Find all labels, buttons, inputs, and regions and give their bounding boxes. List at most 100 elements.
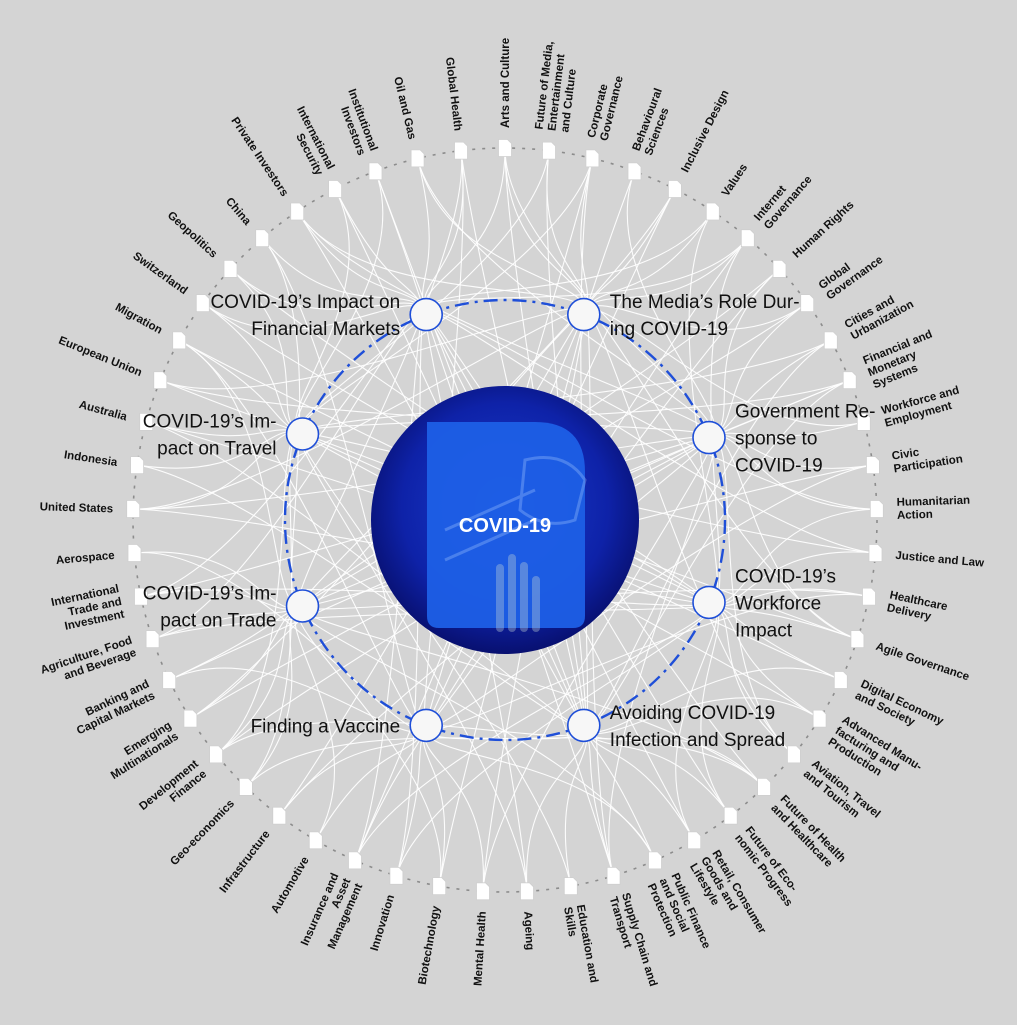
document-icon[interactable] <box>195 294 210 313</box>
topic-justice-and-law[interactable]: Justice and Law <box>868 544 984 570</box>
document-icon[interactable] <box>800 294 815 313</box>
topic-biotechnology[interactable]: Biotechnology <box>417 877 447 986</box>
document-icon[interactable] <box>563 877 578 895</box>
document-icon[interactable] <box>772 259 787 278</box>
topic-education-and-skills[interactable]: Education andSkills <box>561 877 600 987</box>
topic-automotive[interactable]: Automotive <box>269 831 323 916</box>
subtopic-node[interactable] <box>409 708 444 743</box>
document-icon[interactable] <box>134 587 148 606</box>
topic-humanitarian-action[interactable]: HumanitarianAction <box>869 495 970 522</box>
topic-future-of-media-entertainment-and-culture[interactable]: Future of Media,Entertainmentand Culture <box>534 40 582 160</box>
topic-arts-and-culture[interactable]: Arts and Culture <box>498 38 513 157</box>
document-icon[interactable] <box>498 139 512 157</box>
document-icon[interactable] <box>606 866 621 885</box>
document-icon[interactable] <box>520 882 534 901</box>
document-icon[interactable] <box>127 544 142 562</box>
subtopic-node[interactable] <box>566 708 601 743</box>
topic-corporate-governance[interactable]: CorporateGovernance <box>585 72 626 168</box>
document-icon[interactable] <box>476 882 490 901</box>
subtopic-finding-vaccine[interactable]: Finding a Vaccine <box>251 708 444 743</box>
topic-global-health[interactable]: Global Health <box>443 57 468 160</box>
document-icon[interactable] <box>812 709 827 728</box>
document-icon[interactable] <box>238 778 253 796</box>
document-icon[interactable] <box>172 331 187 350</box>
document-icon[interactable] <box>255 229 270 248</box>
document-icon[interactable] <box>290 202 305 221</box>
document-icon[interactable] <box>585 149 600 168</box>
document-icon[interactable] <box>687 831 702 850</box>
document-icon[interactable] <box>868 544 883 562</box>
topic-infrastructure[interactable]: Infrastructure <box>218 806 287 895</box>
topic-international-security[interactable]: InternationalSecurity <box>282 105 343 198</box>
topic-global-governance[interactable]: GlobalGovernance <box>800 243 886 313</box>
document-icon[interactable] <box>368 162 383 181</box>
topic-agile-governance[interactable]: Agile Governance <box>850 630 971 684</box>
subtopic-node[interactable] <box>285 589 320 623</box>
topic-geopolitics[interactable]: Geopolitics <box>165 209 238 278</box>
document-icon[interactable] <box>162 671 177 689</box>
topic-european-union[interactable]: European Union <box>57 335 168 390</box>
document-icon[interactable] <box>328 180 343 198</box>
document-icon[interactable] <box>823 331 838 350</box>
document-icon[interactable] <box>542 141 556 160</box>
topic-ageing[interactable]: Ageing <box>520 882 536 951</box>
document-icon[interactable] <box>153 371 168 390</box>
topic-civic-participation[interactable]: CivicParticipation <box>866 440 964 475</box>
topic-insurance-and-asset-management[interactable]: Insurance andAssetManagement <box>299 851 365 958</box>
subtopic-node[interactable] <box>566 297 601 332</box>
document-icon[interactable] <box>740 229 755 248</box>
subtopic-impact-trade[interactable]: COVID-19’s Im-pact on Trade <box>143 584 320 632</box>
document-icon[interactable] <box>850 630 865 648</box>
topic-migration[interactable]: Migration <box>113 301 187 350</box>
document-icon[interactable] <box>866 456 880 475</box>
topic-united-states[interactable]: United States <box>40 500 141 518</box>
topic-values[interactable]: Values <box>705 162 750 221</box>
document-icon[interactable] <box>862 587 876 606</box>
document-icon[interactable] <box>139 412 154 431</box>
subtopic-media-role[interactable]: The Media’s Role Dur-ing COVID-19 <box>566 292 800 340</box>
subtopic-node[interactable] <box>692 420 726 455</box>
topic-china[interactable]: China <box>223 196 270 248</box>
topic-aerospace[interactable]: Aerospace <box>55 544 142 567</box>
document-icon[interactable] <box>145 630 160 648</box>
document-icon[interactable] <box>856 412 871 431</box>
topic-healthcare-delivery[interactable]: HealthcareDelivery <box>862 587 949 626</box>
document-icon[interactable] <box>842 371 857 390</box>
topic-switzerland[interactable]: Switzerland <box>130 250 210 313</box>
document-icon[interactable] <box>308 831 323 850</box>
topic-indonesia[interactable]: Indonesia <box>63 449 145 475</box>
topic-behavioural-sciences[interactable]: BehaviouralSciences <box>627 87 677 181</box>
document-icon[interactable] <box>130 456 145 475</box>
document-icon[interactable] <box>833 671 848 689</box>
subtopic-node[interactable] <box>285 417 320 451</box>
topic-oil-and-gas[interactable]: Oil and Gas <box>391 76 425 168</box>
document-icon[interactable] <box>389 866 404 885</box>
document-icon[interactable] <box>723 806 738 825</box>
document-icon[interactable] <box>272 806 287 825</box>
document-icon[interactable] <box>223 259 238 278</box>
topic-australia[interactable]: Australia <box>78 399 154 431</box>
document-icon[interactable] <box>627 162 642 181</box>
document-icon[interactable] <box>668 180 682 198</box>
document-icon[interactable] <box>183 709 198 728</box>
document-icon[interactable] <box>787 745 801 764</box>
document-icon[interactable] <box>648 851 662 870</box>
subtopic-node[interactable] <box>692 585 726 620</box>
subtopic-node[interactable] <box>409 297 444 332</box>
document-icon[interactable] <box>348 851 362 870</box>
subtopic-impact-travel[interactable]: COVID-19’s Im-pact on Travel <box>143 412 320 460</box>
document-icon[interactable] <box>869 500 884 518</box>
document-icon[interactable] <box>432 877 447 895</box>
document-icon[interactable] <box>705 202 720 221</box>
topic-internet-governance[interactable]: InternetGovernance <box>740 165 815 248</box>
document-icon[interactable] <box>454 141 468 160</box>
topic-institutional-investors[interactable]: InstitutionalInvestors <box>333 87 383 181</box>
document-icon[interactable] <box>209 745 224 764</box>
topic-international-trade-and-investment[interactable]: InternationalTrade andInvestment <box>50 583 148 634</box>
document-icon[interactable] <box>410 149 425 168</box>
center-hub[interactable]: COVID-19 <box>371 386 639 654</box>
